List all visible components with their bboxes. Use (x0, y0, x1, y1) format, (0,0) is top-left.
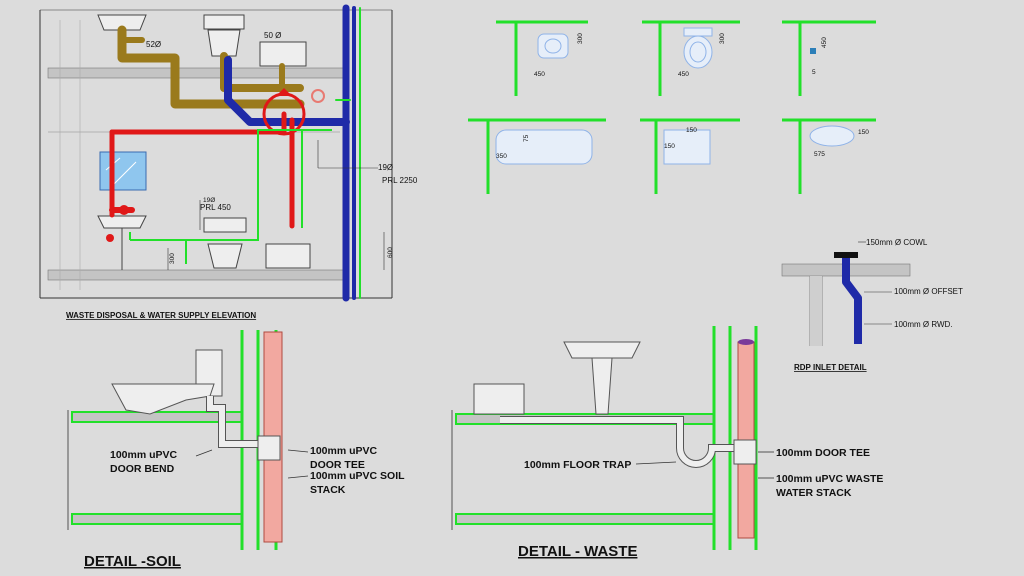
soil-door-tee-label-2: DOOR TEE (310, 459, 365, 471)
svg-text:300: 300 (577, 33, 584, 44)
soil-stack-label-1: 100mm uPVC SOIL (310, 470, 405, 482)
svg-text:300: 300 (719, 33, 726, 44)
soil-stack-label-2: STACK (310, 484, 346, 496)
waste-floor-trap-label: 100mm FLOOR TRAP (524, 459, 631, 471)
squat-pan-icon (537, 33, 569, 59)
floor-sink (473, 383, 525, 415)
mirror (99, 151, 147, 191)
dim-300: 300 (169, 253, 176, 264)
elevation-title: WASTE DISPOSAL & WATER SUPPLY ELEVATION (66, 311, 256, 320)
door-tee-fitting (257, 435, 281, 461)
cowl-icon (834, 252, 858, 258)
basin-pedestal (591, 357, 613, 415)
waste-door-tee-label: 100mm DOOR TEE (776, 447, 870, 459)
lower-wc-cistern (203, 217, 247, 233)
wc-plan-icon (683, 27, 713, 37)
label-19-left: 19Ø (203, 197, 215, 204)
lower-sink (265, 243, 311, 269)
svg-text:450: 450 (534, 71, 545, 78)
lower-wc-bowl (207, 243, 243, 269)
svg-text:450: 450 (678, 71, 689, 78)
rdp-title: RDP INLET DETAIL (794, 363, 867, 372)
floor-slab-lower (47, 269, 349, 281)
svg-text:575: 575 (814, 151, 825, 158)
rdp-offset-label: 100mm Ø OFFSET (894, 287, 963, 296)
upper-basin (97, 14, 147, 31)
fixture-plans (468, 20, 876, 194)
soil-stack-blue (224, 4, 361, 302)
soil-door-bend-label-2: DOOR BEND (110, 463, 175, 475)
upper-sink (259, 41, 307, 67)
wash-basin (563, 341, 641, 359)
svg-text:450: 450 (821, 37, 828, 48)
lower-basin (97, 215, 147, 229)
floor-slab-upper (47, 67, 349, 79)
detail-waste: 100mm FLOOR TRAP 100mm DOOR TEE 100mm uP… (451, 326, 883, 560)
tap-plan-icon (810, 48, 816, 54)
fixture-plan-dims: 300 450 300 450 450 5 75 350 150 150 150… (496, 33, 869, 160)
upper-wc-cistern (203, 14, 245, 30)
label-prl-2250: PRL 2250 (382, 176, 418, 185)
detail-soil-title: DETAIL -SOIL (84, 553, 181, 570)
water-supply-green (129, 129, 332, 264)
svg-text:150: 150 (858, 129, 869, 136)
svg-text:150: 150 (664, 143, 675, 150)
fixture-plan-shapes (495, 27, 855, 165)
svg-text:150: 150 (686, 127, 697, 134)
waste-stack-label-2: WATER STACK (776, 487, 852, 499)
svg-text:5: 5 (812, 69, 816, 76)
bathtub-plan-icon (495, 129, 593, 165)
soil-slab-lower (71, 513, 243, 525)
shower-tray-plan-icon (663, 129, 711, 165)
waste-slab-lower (455, 513, 715, 525)
basin-plan-icon (809, 125, 855, 147)
rdp-cowl-label: 150mm Ø COWL (866, 238, 928, 247)
soil-door-bend-label-1: 100mm uPVC (110, 449, 178, 461)
waste-door-tee (733, 439, 757, 465)
detail-soil: 100mm uPVC DOOR BEND 100mm uPVC DOOR TEE… (67, 330, 405, 570)
label-50: 50 Ø (264, 31, 281, 40)
waste-stack-label-1: 100mm uPVC WASTE (776, 473, 883, 485)
label-52: 52Ø (146, 40, 161, 49)
svg-text:350: 350 (496, 153, 507, 160)
dim-600: 600 (387, 247, 394, 258)
label-19-right: 19Ø (378, 163, 393, 172)
soil-slab-upper (71, 411, 243, 423)
upper-wc-bowl (207, 29, 241, 57)
rdp-rwd-label: 100mm Ø RWD. (894, 320, 953, 329)
wc-bowl (111, 383, 215, 415)
soil-door-tee-label-1: 100mm uPVC (310, 445, 378, 457)
label-prl-450: PRL 450 (200, 203, 231, 212)
rdp-inlet-detail: 150mm Ø COWL 100mm Ø OFFSET 100mm Ø RWD.… (781, 238, 963, 372)
svg-text:75: 75 (523, 134, 530, 142)
waste-disposal-elevation: 52Ø 50 Ø 19Ø PRL 450 19Ø PRL 2250 300 60… (39, 4, 418, 320)
detail-waste-title: DETAIL - WASTE (518, 543, 637, 560)
